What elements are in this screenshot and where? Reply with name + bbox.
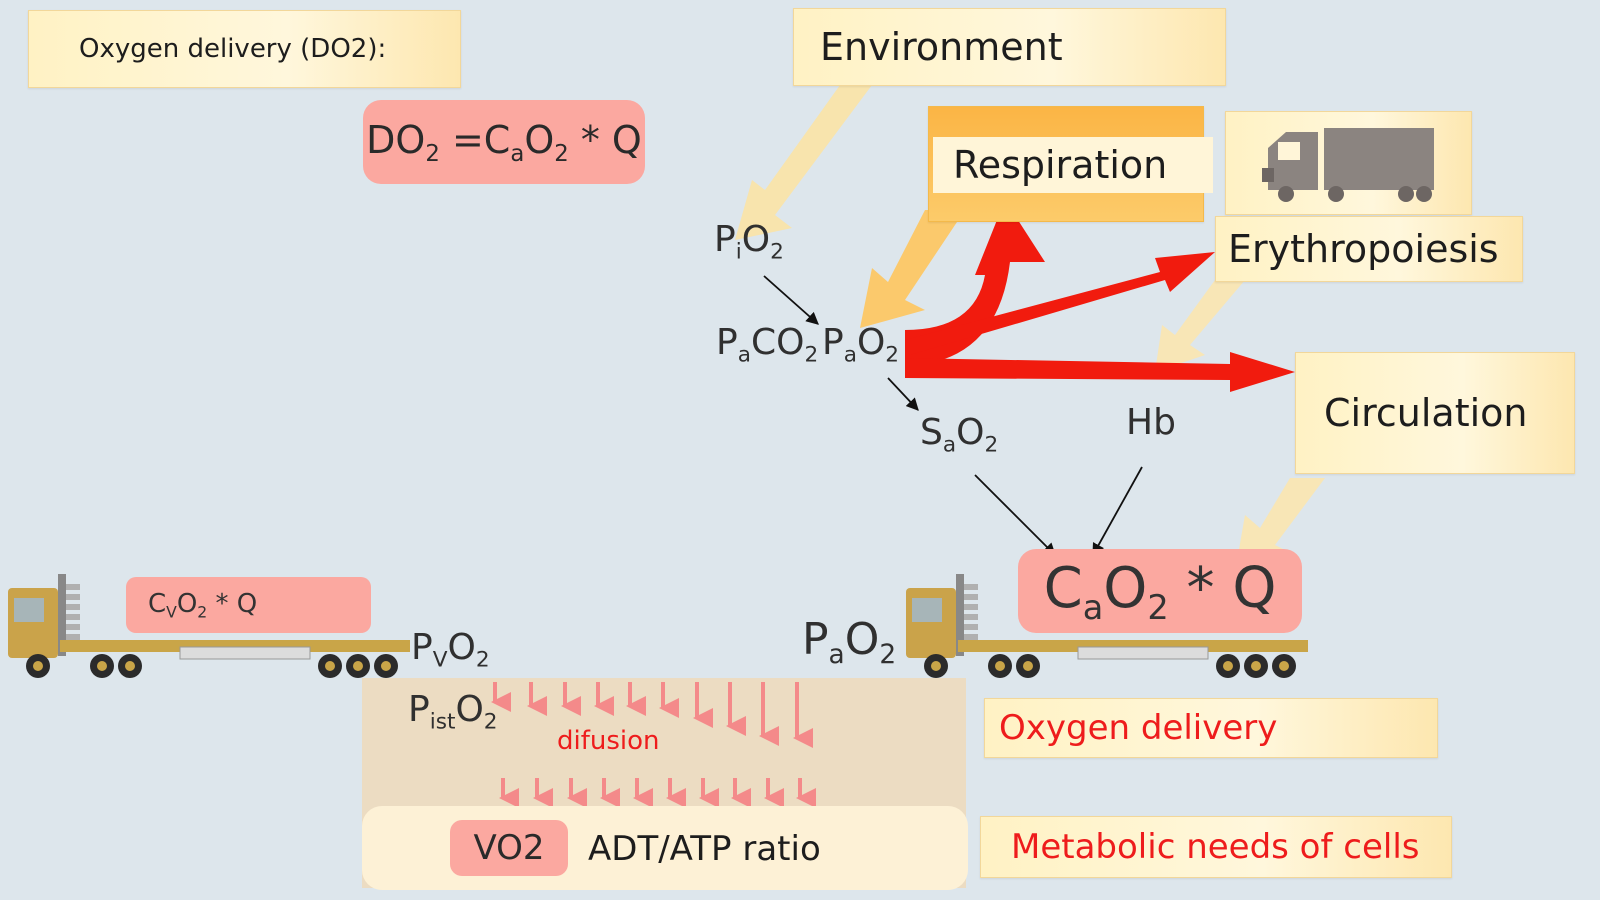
metabolic-needs-box: Metabolic needs of cells [980, 816, 1452, 878]
atp-ratio-label: ADT/ATP ratio [588, 829, 821, 869]
respiration-box: Respiration [928, 106, 1213, 222]
respiration-label: Respiration [953, 143, 1168, 187]
diffusion-arrows-top [491, 682, 813, 748]
sao2-to-cao2-arrow [974, 474, 1056, 556]
vo2-label: VO2 [473, 828, 545, 868]
red-arrow-erythropoiesis [905, 252, 1215, 355]
paco2-label: PaCO2 [716, 322, 819, 368]
vo2-badge: VO2 [450, 820, 568, 876]
circulation-label: Circulation [1324, 391, 1528, 435]
pio2-label: PiO2 [714, 219, 784, 265]
hb-label: Hb [1126, 402, 1176, 443]
erythropoiesis-box: Erythropoiesis [1215, 216, 1523, 282]
title-box: Oxygen delivery (DO2): [28, 10, 461, 88]
vo2-panel: VO2 ADT/ATP ratio [362, 806, 968, 890]
truck-left-icon [8, 574, 410, 678]
pisto2-label: PistO2 [408, 689, 498, 735]
hb-to-cao2-arrow [1092, 466, 1143, 557]
erythropoiesis-truck-box [1225, 111, 1472, 215]
cao2q-box: CaO2 * Q [1018, 549, 1302, 633]
erythropoiesis-label: Erythropoiesis [1228, 227, 1499, 271]
red-curved-arrow [905, 200, 1045, 362]
oxygen-delivery-box: Oxygen delivery [984, 698, 1438, 758]
title-text: Oxygen delivery (DO2): [79, 34, 387, 64]
environment-label: Environment [820, 25, 1063, 69]
cao2q-formula: CaO2 * Q [1043, 555, 1277, 627]
environment-box: Environment [793, 8, 1226, 86]
oxygen-delivery-label: Oxygen delivery [999, 708, 1278, 748]
cvo2q-formula: CVO2 * Q [148, 588, 258, 622]
pao2-to-sao2-arrow [887, 377, 919, 411]
do2-formula-box: DO2 =CaO2 * Q [363, 100, 645, 184]
erythropoiesis-arrow [1155, 280, 1245, 372]
diffusion-arrows-bottom [499, 778, 816, 808]
truck-right-icon [906, 574, 1308, 678]
truck-icon [1262, 128, 1434, 202]
pvo2-label: PVO2 [411, 627, 490, 673]
respiration-label-panel: Respiration [933, 137, 1213, 193]
pio2-to-pao2-arrow [763, 275, 819, 325]
circulation-arrow [1235, 478, 1325, 572]
sao2-label: SaO2 [920, 412, 999, 458]
red-arrow-circulation [905, 352, 1295, 392]
pao2-top-label: PaO2 [822, 322, 900, 368]
do2-formula: DO2 =CaO2 * Q [366, 117, 642, 167]
cvo2q-box: CVO2 * Q [126, 577, 371, 633]
metabolic-needs-label: Metabolic needs of cells [1011, 827, 1420, 867]
environment-arrow [735, 85, 872, 240]
pao2-bottom-label: PaO2 [802, 614, 897, 671]
respiration-down-arrow [860, 210, 965, 328]
circulation-box: Circulation [1295, 352, 1575, 474]
difusion-label: difusion [557, 726, 660, 756]
